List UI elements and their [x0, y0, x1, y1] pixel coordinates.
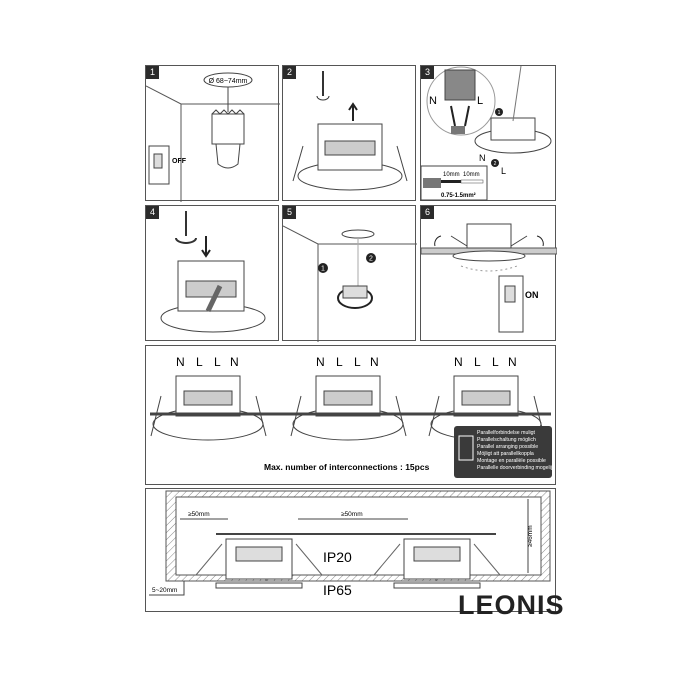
ip20-label: IP20 — [323, 549, 352, 565]
language-text: Montage en parallèle possible — [477, 458, 546, 464]
neutral-label: N — [429, 95, 437, 107]
step-number: 2 — [283, 66, 296, 79]
on-label: ON — [525, 290, 539, 300]
language-text: Parallel arranging possible — [477, 444, 538, 450]
brand-logo: LEONIS — [458, 590, 565, 620]
side-gap-label: ≥50mm — [188, 511, 210, 518]
step-circle: 1 — [321, 266, 325, 273]
language-text: Parallelschaltung möglich — [477, 437, 536, 443]
terminal-label: L — [196, 355, 203, 369]
installation-illustration: ≥50mm ≥50mm ≥46mm IP20 IP65 5~20mm — [149, 490, 551, 598]
language-text: Möjligt att parallellkoppla — [477, 451, 534, 457]
step-6-panel: 6 ON — [420, 205, 557, 341]
depth-label: ≥46mm — [527, 525, 534, 547]
strip-length-1: 10mm — [443, 172, 460, 178]
ip65-label: IP65 — [323, 582, 352, 598]
step-4-illustration — [160, 211, 266, 333]
step-circle: 1 — [498, 110, 501, 116]
terminal-label: L — [214, 355, 221, 369]
step-1-illustration: Ø 68~74mm OFF — [146, 72, 280, 202]
installation-dimensions-panel: ≥50mm ≥50mm ≥46mm IP20 IP65 5~20mm — [145, 488, 556, 612]
step-2-panel: 2 — [282, 65, 416, 201]
step-3-panel: 3 N L 1 2 N L 10mm 10mm 0.75-1.5mm² — [420, 65, 556, 201]
step-5-illustration: 1 2 — [283, 225, 417, 342]
step-number: 1 — [146, 66, 159, 79]
live-label: L — [477, 95, 483, 107]
step-1-panel: 1 Ø 68~74mm OFF — [145, 65, 280, 202]
max-interconnections-text: Max. number of interconnections : 15pcs — [264, 462, 430, 472]
cable-size-label: 0.75-1.5mm² — [441, 192, 476, 199]
terminal-label: N — [230, 355, 239, 369]
parallel-illustration: N L L N Max. number of interconnections … — [150, 354, 555, 478]
step-number: 6 — [421, 206, 434, 219]
step-2-illustration — [292, 71, 408, 191]
step-circle: 2 — [494, 161, 497, 167]
neutral-label: N — [479, 153, 486, 163]
language-list: Parallelforbindelse muligt Parallelschal… — [477, 430, 555, 471]
luminaire — [195, 538, 323, 589]
parallel-connection-panel: N L L N Max. number of interconnections … — [145, 345, 556, 485]
live-label: L — [501, 166, 506, 176]
step-circle: 2 — [369, 256, 373, 263]
ceiling-thickness-label: 5~20mm — [152, 587, 177, 594]
step-5-panel: 5 1 2 — [282, 205, 417, 342]
step-4-panel: 4 — [145, 205, 279, 341]
between-gap-label: ≥50mm — [341, 511, 363, 518]
hole-size-label: Ø 68~74mm — [209, 78, 248, 85]
terminal-label: N — [176, 355, 185, 369]
step-number: 3 — [421, 66, 434, 79]
step-3-illustration: N L 1 2 N L 10mm 10mm 0.75-1.5mm² — [421, 66, 552, 201]
step-6-illustration: ON — [421, 223, 557, 333]
language-text: Parallelle doorverbinding mogelijk — [477, 465, 555, 471]
strip-length-2: 10mm — [463, 172, 480, 178]
step-number: 4 — [146, 206, 159, 219]
step-number: 5 — [283, 206, 296, 219]
luminaire: N L L N — [150, 355, 267, 441]
language-text: Parallelforbindelse muligt — [477, 430, 536, 436]
off-label: OFF — [172, 158, 187, 165]
